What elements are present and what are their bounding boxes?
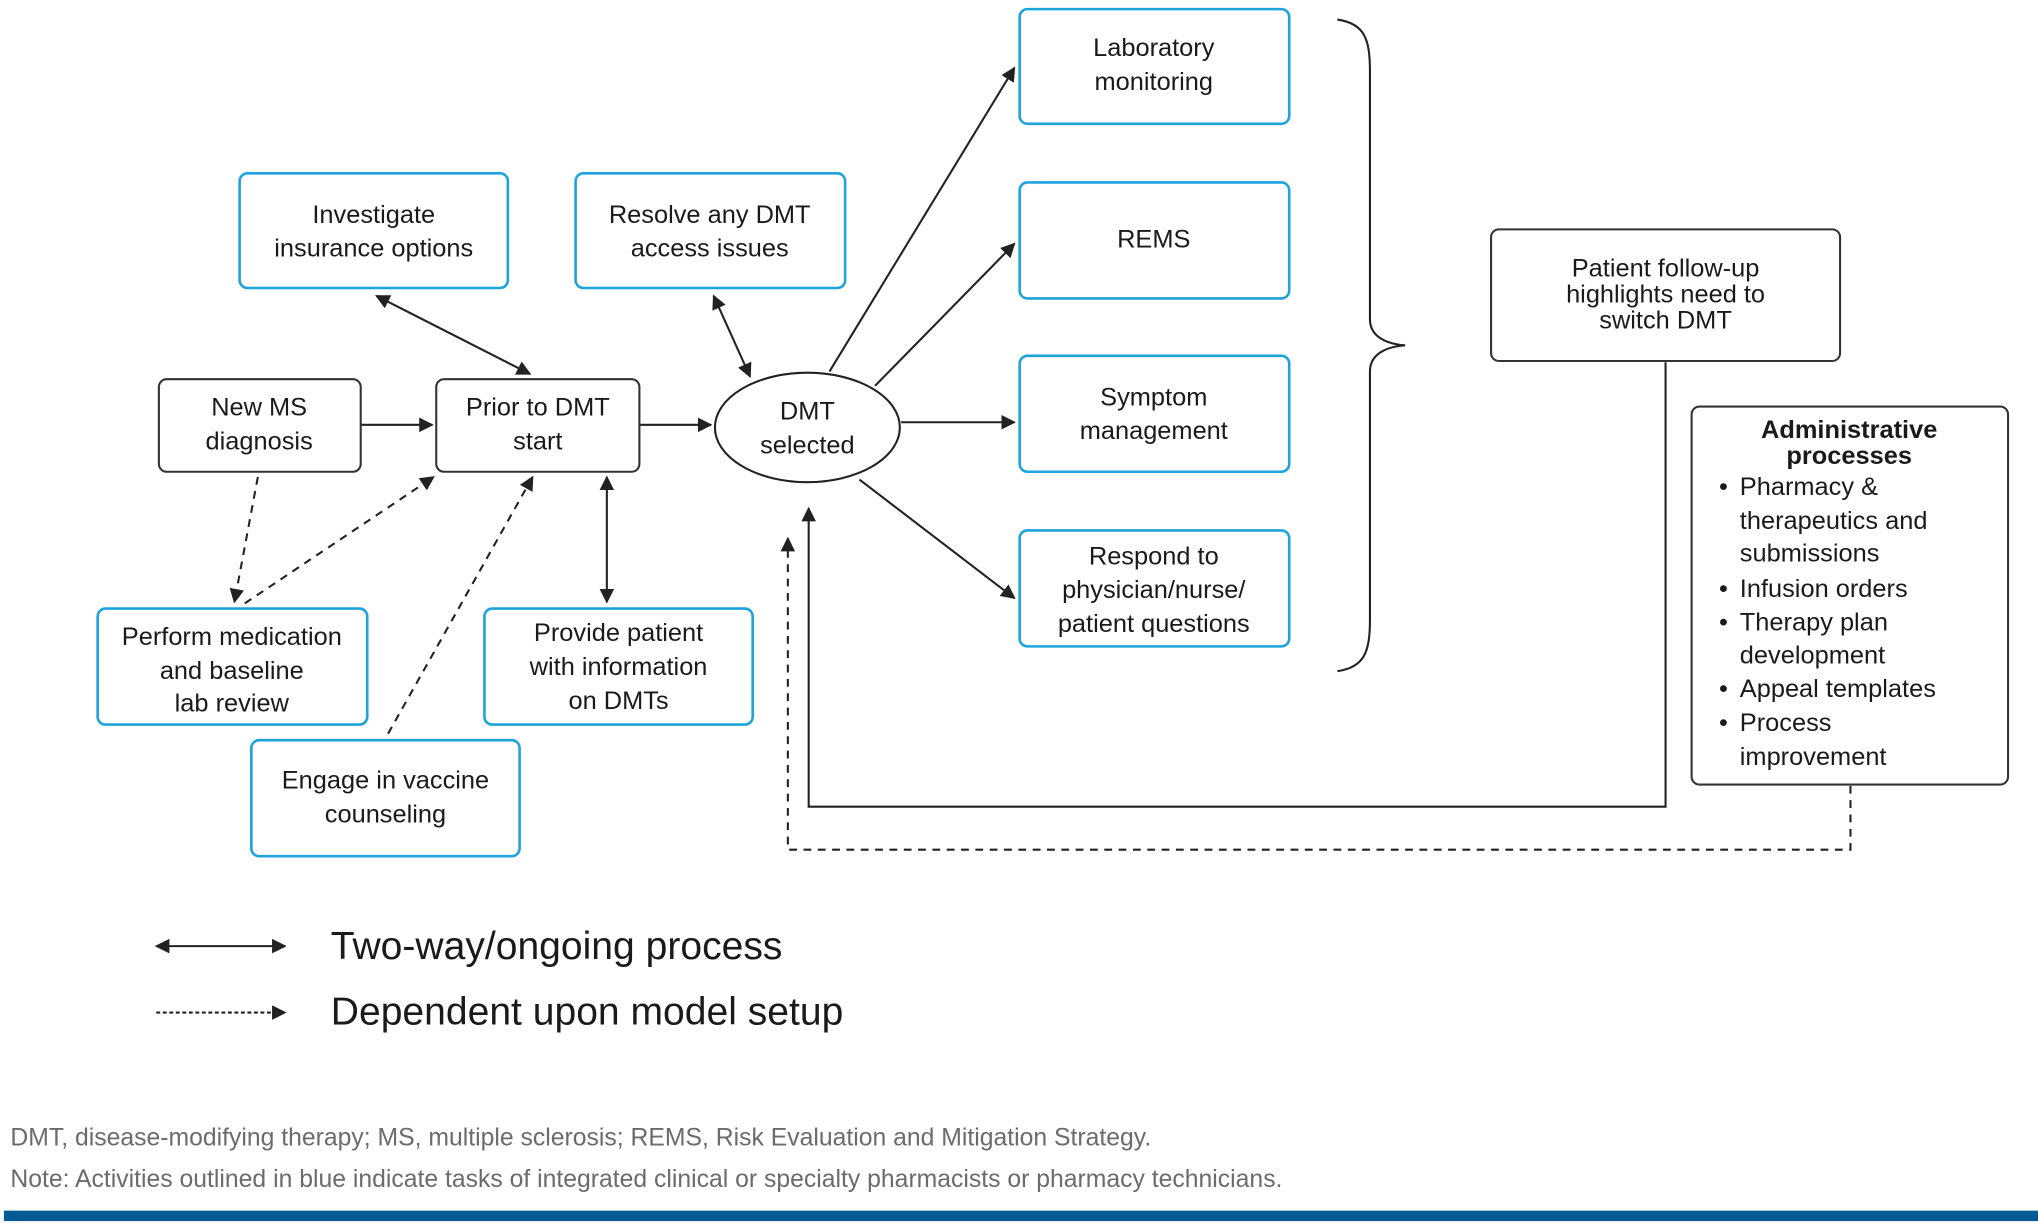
node-text-line: Prior to DMT	[466, 394, 610, 422]
admin-bullet-line: Process	[1740, 709, 1832, 737]
node-new-ms-diagnosis: New MS diagnosis	[157, 378, 362, 473]
edge-dmt-lab	[828, 66, 1016, 372]
node-text-line: start	[513, 428, 562, 456]
admin-title-line: Administrative	[1761, 416, 1937, 444]
edge-new-ms-med-review	[229, 476, 259, 604]
footnote-abbreviations: DMT, disease-modifying therapy; MS, mult…	[10, 1124, 1151, 1151]
node-text-line: physician/nurse/	[1062, 576, 1246, 604]
edge-admin-dmt	[780, 536, 1852, 851]
node-text-line: diagnosis	[206, 428, 313, 456]
node-text-line: Investigate	[312, 201, 435, 229]
node-text-line: Engage in vaccine	[282, 766, 489, 794]
node-text-line: counseling	[325, 800, 446, 828]
node-text-line: Resolve any DMT	[609, 201, 811, 229]
node-text-line: highlights need to	[1566, 280, 1765, 308]
node-patient-follow-up: Patient follow-up highlights need to swi…	[1490, 228, 1842, 363]
node-dmt-selected: DMT selected	[713, 371, 901, 484]
admin-bullet-line: Infusion orders	[1740, 575, 1908, 603]
admin-bullet-line: Appeal templates	[1740, 675, 1936, 703]
bullet-dot: •	[1719, 675, 1728, 703]
admin-bullet-line: Therapy plan	[1740, 609, 1888, 637]
node-laboratory-monitoring: Laboratory monitoring	[1018, 7, 1291, 126]
node-text-line: Symptom	[1100, 383, 1207, 411]
node-text-line: selected	[760, 432, 855, 460]
node-text-line: and baseline	[160, 657, 304, 685]
footnote-note: Note: Activities outlined in blue indica…	[10, 1166, 1282, 1193]
legend: Two-way/ongoing process Dependent upon m…	[154, 925, 844, 1033]
node-text-line: patient questions	[1058, 610, 1250, 638]
node-text-line: management	[1080, 417, 1228, 445]
node-medication-review: Perform medication and baseline lab revi…	[96, 607, 369, 726]
node-text-line: DMT	[780, 398, 835, 426]
edges	[229, 18, 1852, 851]
node-text-line: REMS	[1117, 226, 1190, 254]
admin-bullet-line: development	[1740, 641, 1885, 669]
admin-bullet-line: submissions	[1740, 540, 1880, 568]
node-symptom-management: Symptom management	[1018, 354, 1291, 474]
node-resolve-access: Resolve any DMT access issues	[574, 172, 847, 290]
edge-vaccine-prior	[387, 475, 534, 735]
bullet-dot: •	[1719, 709, 1728, 737]
node-investigate-insurance: Investigate insurance options	[238, 172, 510, 290]
node-text-line: on DMTs	[568, 687, 668, 715]
legend-dependent-label: Dependent upon model setup	[331, 990, 844, 1033]
node-text-line: Respond to	[1089, 542, 1219, 570]
footer-bar	[3, 1210, 2038, 1222]
edge-access-dmt	[712, 294, 752, 378]
bullet-dot: •	[1719, 473, 1728, 501]
node-patient-information: Provide patient with information on DMTs	[483, 607, 754, 726]
legend-two-way-label: Two-way/ongoing process	[331, 925, 783, 968]
admin-bullet-line: therapeutics and	[1740, 507, 1928, 535]
edge-med-review-prior	[244, 476, 435, 605]
node-administrative-processes: Administrative processes • Pharmacy & th…	[1690, 405, 2010, 786]
node-text-line: with information	[529, 653, 708, 681]
admin-bullet-line: Pharmacy &	[1740, 473, 1878, 501]
admin-title-line: processes	[1786, 442, 1912, 470]
admin-bullet-line: improvement	[1740, 743, 1887, 771]
node-text-line: Perform medication	[122, 623, 342, 651]
node-text-line: Patient follow-up	[1572, 254, 1760, 282]
edge-dmt-respond	[858, 478, 1016, 600]
bullet-dot: •	[1719, 609, 1728, 637]
footnotes: DMT, disease-modifying therapy; MS, mult…	[3, 1124, 2038, 1222]
edge-dmt-rems	[874, 242, 1016, 387]
node-text-line: lab review	[175, 690, 290, 718]
node-rems: REMS	[1018, 181, 1291, 300]
node-text-line: Laboratory	[1093, 34, 1215, 62]
node-respond-questions: Respond to physician/nurse/ patient ques…	[1018, 529, 1291, 648]
bullet-dot: •	[1719, 575, 1728, 603]
node-text-line: switch DMT	[1599, 306, 1732, 334]
edge-insurance-prior	[375, 294, 532, 375]
curly-brace	[1337, 18, 1406, 673]
node-text-line: New MS	[211, 394, 307, 422]
node-text-line: monitoring	[1095, 68, 1214, 96]
node-text-line: insurance options	[274, 235, 473, 263]
node-prior-to-dmt-start: Prior to DMT start	[435, 378, 641, 473]
node-vaccine-counseling: Engage in vaccine counseling	[250, 738, 521, 858]
node-text-line: access issues	[631, 235, 789, 263]
node-text-line: Provide patient	[534, 619, 703, 647]
edge-followup-dmt	[801, 362, 1667, 808]
